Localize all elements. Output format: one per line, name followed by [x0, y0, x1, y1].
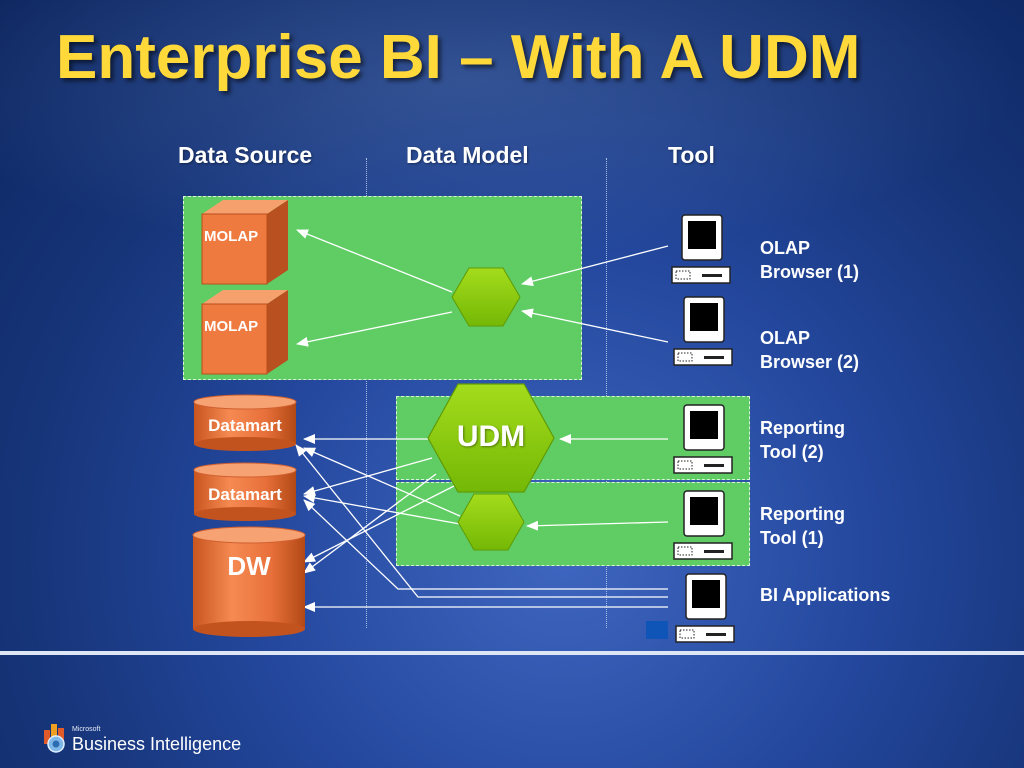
footer-brand: Business Intelligence: [72, 734, 242, 754]
molap-cube-2: [201, 290, 288, 375]
dw-cylinder: [192, 526, 306, 637]
computer-icon: [673, 404, 733, 474]
column-divider-right: [606, 158, 607, 628]
computer-icon: [671, 214, 731, 284]
tool-label-reporting-tool-2: Reporting Tool (2): [760, 416, 845, 464]
footer-divider: [0, 651, 1024, 655]
tool-label-line: Tool (1): [760, 528, 824, 548]
molap-label-2: MOLAP: [204, 318, 259, 335]
tool-label-line: Browser (1): [760, 262, 860, 282]
tool-label-line: Reporting: [760, 504, 845, 524]
column-header-data-model: Data Model: [406, 142, 529, 168]
column-header-data-source: Data Source: [178, 142, 313, 168]
computer-icon: [673, 296, 733, 366]
tool-label-line: BI Applications: [760, 585, 891, 605]
connector-lines: [295, 229, 669, 612]
slide-title: Enterprise BI – With A UDM: [56, 23, 861, 92]
datamart-cylinder-1: [193, 394, 297, 451]
computer-icon: [673, 490, 733, 560]
tool-label-line: OLAP: [760, 328, 811, 348]
datamart-label-1: Datamart: [208, 416, 282, 435]
footer-brand-small: Microsoft: [72, 726, 101, 733]
business-intelligence-logo-icon: [44, 724, 65, 753]
reporting-hexagon: [457, 493, 525, 551]
datamart-cylinder-2: [193, 462, 297, 521]
tool-label-line: Tool (2): [760, 442, 824, 462]
datamart-label-2: Datamart: [208, 485, 282, 504]
column-header-tool: Tool: [668, 142, 715, 168]
molap-cube-1: [201, 200, 288, 285]
dw-label: DW: [227, 551, 271, 581]
tool-label-olap-browser-2: OLAP Browser (2): [760, 326, 859, 374]
tool-label-olap-browser-1: OLAP Browser (1): [760, 236, 859, 284]
decorative-square: [646, 621, 668, 639]
tool-label-bi-applications: BI Applications: [760, 583, 890, 607]
column-divider-left: [366, 158, 367, 628]
udm-label: UDM: [456, 420, 526, 453]
tool-label-line: Browser (2): [760, 352, 860, 372]
olap-hexagon: [451, 267, 521, 327]
molap-label-1: MOLAP: [204, 228, 259, 245]
tool-label-reporting-tool-1: Reporting Tool (1): [760, 502, 845, 550]
computer-icon: [675, 573, 735, 643]
tool-label-line: Reporting: [760, 418, 845, 438]
udm-hexagon: [427, 383, 555, 493]
tool-label-line: OLAP: [760, 238, 811, 258]
